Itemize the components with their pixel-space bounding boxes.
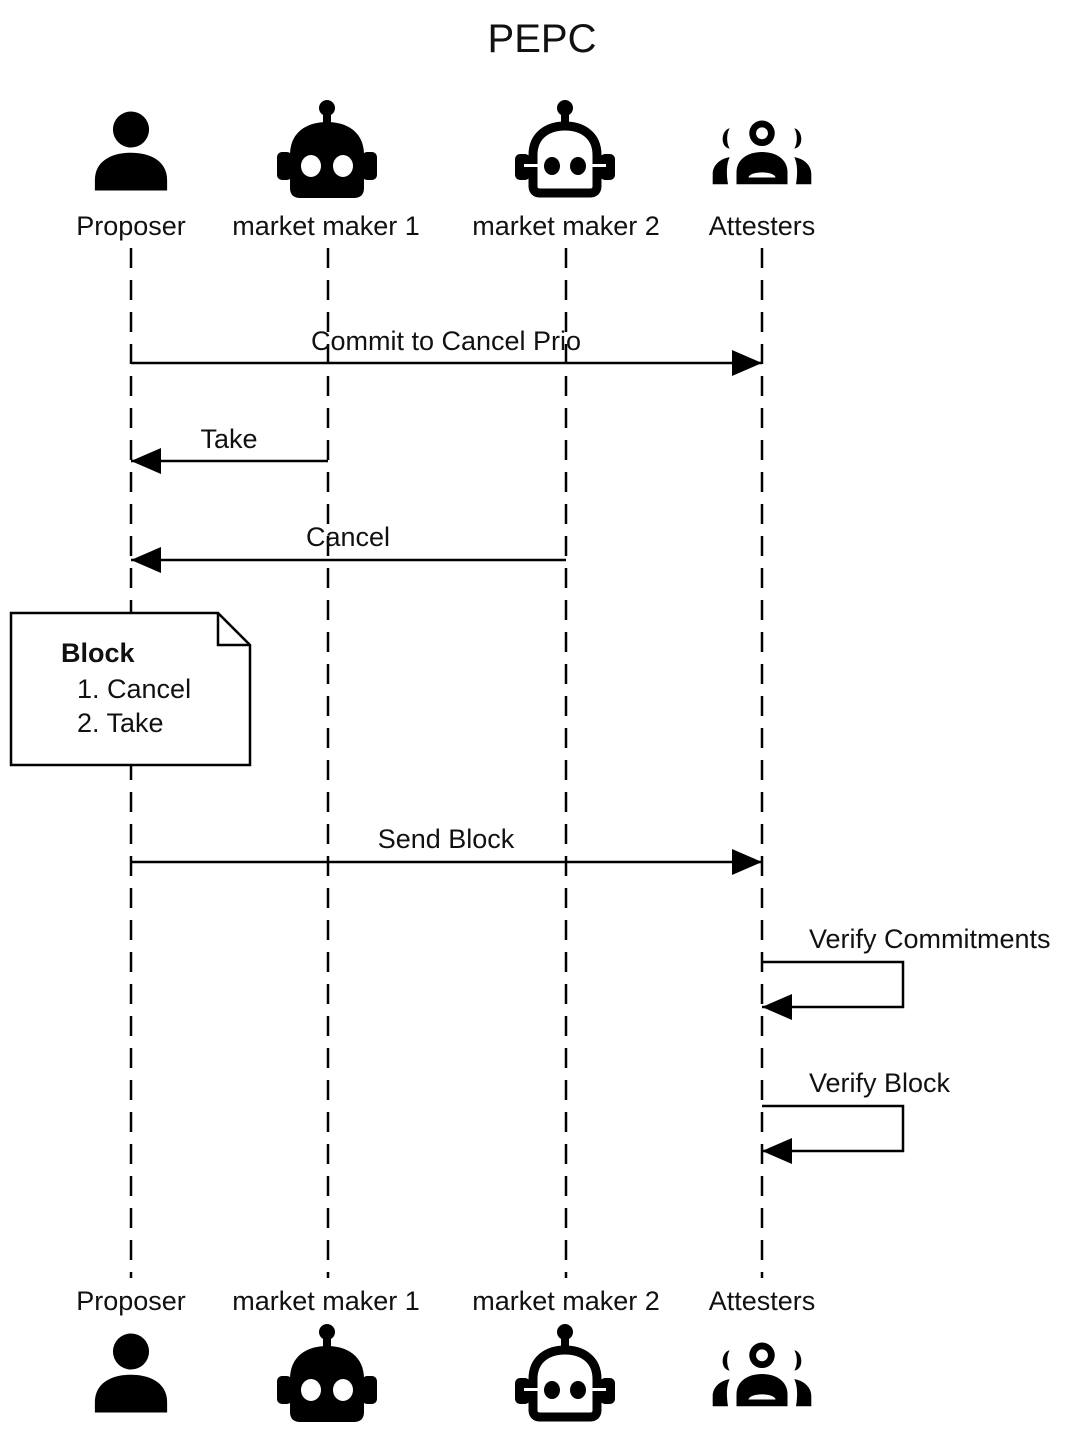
diagram-title: PEPC: [488, 17, 597, 61]
message-verify-block: Verify Block: [762, 1068, 951, 1164]
message-label: Commit to Cancel Prio: [311, 326, 581, 356]
participant-label-proposer: Proposer: [76, 1286, 186, 1316]
message-cancel: Cancel: [131, 522, 566, 573]
participant-label-mm1: market maker 1: [232, 1286, 420, 1316]
person-icon: [94, 1333, 168, 1413]
message-arrow: [762, 1104, 905, 1164]
participant-label-attesters: Attesters: [709, 211, 816, 241]
participant-label-mm1: market maker 1: [232, 211, 420, 241]
message-arrow: [762, 960, 905, 1020]
note-item: 1. Cancel: [77, 674, 191, 704]
note-shape: [9, 611, 252, 767]
note-fold: [216, 613, 250, 647]
person-icon: [94, 111, 168, 191]
note-title: Block: [61, 638, 136, 668]
message-verify-commitments: Verify Commitments: [762, 924, 1051, 1020]
message-label: Verify Commitments: [809, 924, 1051, 954]
robot-filled-icon: [277, 100, 377, 198]
note-item: 2. Take: [77, 708, 164, 738]
participant-label-attesters: Attesters: [709, 1286, 816, 1316]
participant-label-proposer: Proposer: [76, 211, 186, 241]
message-label: Take: [200, 424, 257, 454]
message-label: Verify Block: [809, 1068, 951, 1098]
message-take: Take: [131, 424, 328, 474]
robot-outline-icon: [515, 1324, 615, 1417]
participant-label-mm2: market maker 2: [472, 1286, 660, 1316]
message-commit: Commit to Cancel Prio: [131, 326, 762, 376]
robot-outline-icon: [515, 100, 615, 193]
robot-filled-icon: [277, 1324, 377, 1422]
group-icon: [712, 120, 812, 185]
group-icon: [712, 1342, 812, 1407]
message-label: Send Block: [378, 824, 515, 854]
participants-top: Proposer market maker 1 market maker 2 A…: [76, 100, 815, 241]
block-note: Block 1. Cancel 2. Take: [9, 611, 252, 767]
participant-label-mm2: market maker 2: [472, 211, 660, 241]
message-send-block: Send Block: [131, 824, 762, 875]
message-label: Cancel: [306, 522, 390, 552]
participants-bottom: Proposer market maker 1 market maker 2 A…: [76, 1286, 815, 1422]
